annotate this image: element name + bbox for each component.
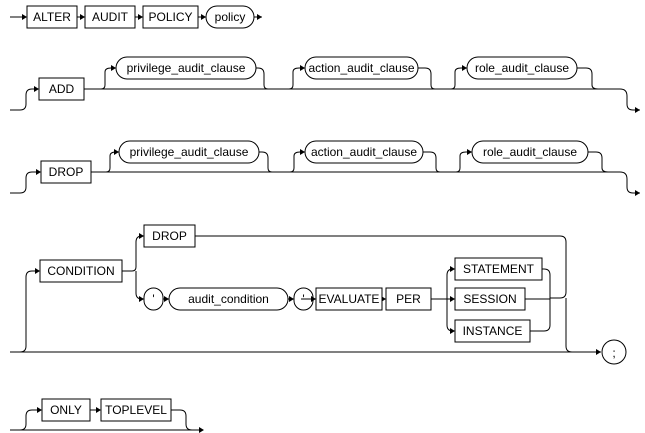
only-keyword-box: ONLY [41,398,91,422]
role-audit-clause-nonterminal: role_audit_clause [466,56,578,80]
privilege-audit-clause-label: privilege_audit_clause [127,61,246,75]
policy-keyword: POLICY [148,10,192,24]
row-only-toplevel: ONLY TOPLEVEL [10,398,204,433]
per-keyword: PER [396,292,421,306]
drop-keyword-box-2: DROP [143,224,196,248]
drop-keyword: DROP [49,165,84,179]
role-audit-clause-label-2: role_audit_clause [483,145,577,159]
instance-keyword-box: INSTANCE [454,319,531,343]
row-drop-clauses: DROP privilege_audit_clause action_audit… [10,140,640,196]
role-audit-clause-label: role_audit_clause [475,61,569,75]
drop-keyword-2: DROP [152,229,187,243]
row-condition: CONDITION DROP ' audit_condition ' EVALU… [10,224,627,365]
policy-name: policy [215,10,246,24]
audit-condition-nonterminal: audit_condition [168,287,289,311]
per-keyword-box: PER [385,287,432,311]
add-keyword: ADD [49,82,75,96]
privilege-audit-clause-nonterminal-2: privilege_audit_clause [118,140,260,164]
toplevel-keyword: TOPLEVEL [105,403,167,417]
session-keyword-box: SESSION [454,287,526,311]
toplevel-keyword-box: TOPLEVEL [100,398,172,422]
alter-keyword: ALTER [33,10,71,24]
policy-nonterminal: policy [205,5,255,29]
semicolon: ; [612,346,615,360]
row-add-clauses: ADD privilege_audit_clause action_audit_… [10,56,640,113]
condition-keyword: CONDITION [47,264,114,278]
quote-open: ' [152,292,154,306]
session-keyword: SESSION [463,292,516,306]
row-alter-audit-policy: ALTER AUDIT POLICY policy [10,5,262,29]
condition-keyword-box: CONDITION [39,259,123,283]
drop-keyword-box: DROP [40,160,92,184]
privilege-audit-clause-nonterminal: privilege_audit_clause [115,56,257,80]
evaluate-keyword: EVALUATE [319,292,380,306]
audit-keyword: AUDIT [92,10,129,24]
action-audit-clause-nonterminal-2: action_audit_clause [304,140,424,164]
instance-keyword: INSTANCE [463,324,523,338]
action-audit-clause-nonterminal: action_audit_clause [304,56,419,80]
semicolon-terminal: ; [601,339,627,365]
audit-condition-label: audit_condition [188,292,269,306]
alter-keyword-box: ALTER [26,5,78,29]
add-keyword-box: ADD [38,77,85,101]
evaluate-keyword-box: EVALUATE [315,287,383,311]
action-audit-clause-label: action_audit_clause [308,61,414,75]
statement-keyword: STATEMENT [463,262,535,276]
quote-open-terminal: ' [143,287,164,311]
only-keyword: ONLY [50,403,82,417]
statement-keyword-box: STATEMENT [454,257,543,281]
audit-keyword-box: AUDIT [84,5,136,29]
privilege-audit-clause-label-2: privilege_audit_clause [130,145,249,159]
policy-keyword-box: POLICY [142,5,199,29]
role-audit-clause-nonterminal-2: role_audit_clause [471,140,589,164]
action-audit-clause-label-2: action_audit_clause [311,145,417,159]
